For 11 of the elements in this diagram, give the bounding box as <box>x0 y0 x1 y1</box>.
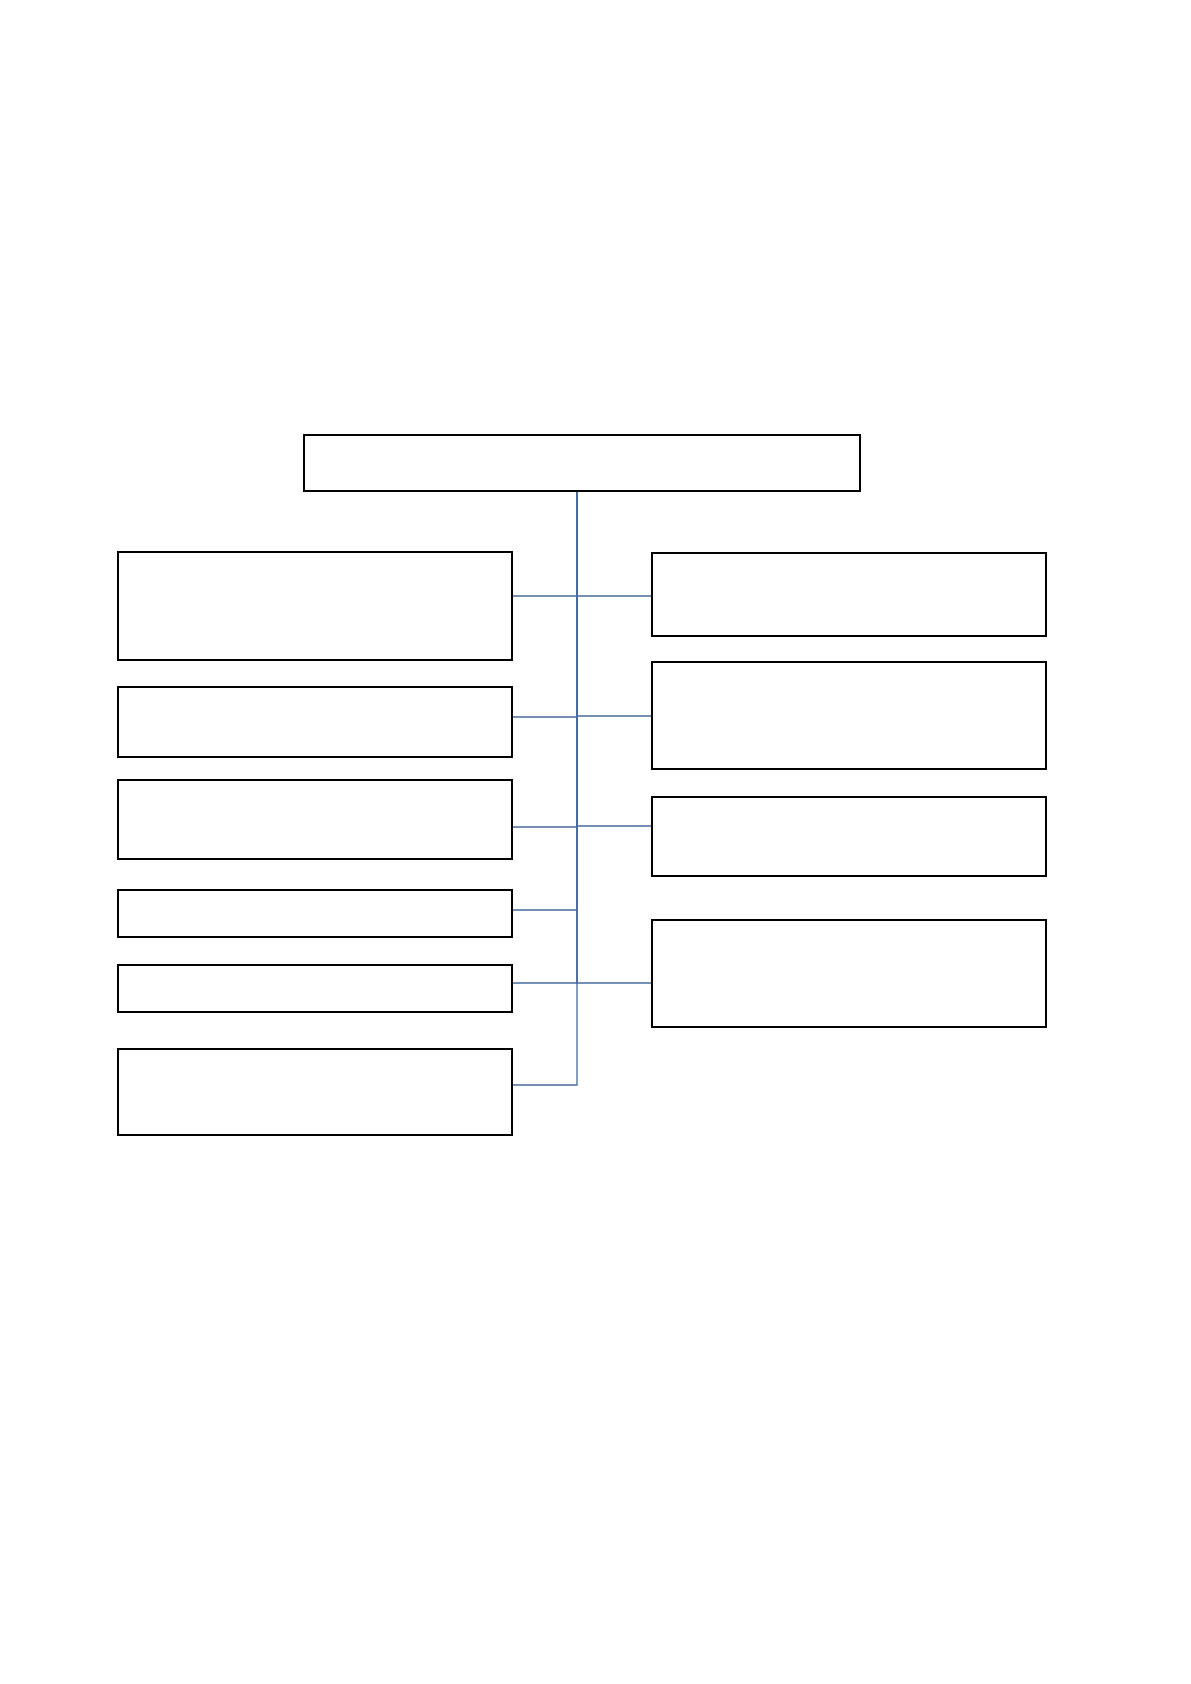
empty-box <box>117 779 513 860</box>
empty-box <box>651 661 1047 770</box>
empty-box <box>651 552 1047 637</box>
empty-box <box>303 434 861 492</box>
empty-box <box>651 796 1047 877</box>
empty-box <box>117 1048 513 1136</box>
empty-box <box>117 889 513 938</box>
empty-box <box>117 551 513 661</box>
empty-box <box>117 964 513 1013</box>
empty-box <box>117 686 513 758</box>
empty-box <box>651 919 1047 1028</box>
